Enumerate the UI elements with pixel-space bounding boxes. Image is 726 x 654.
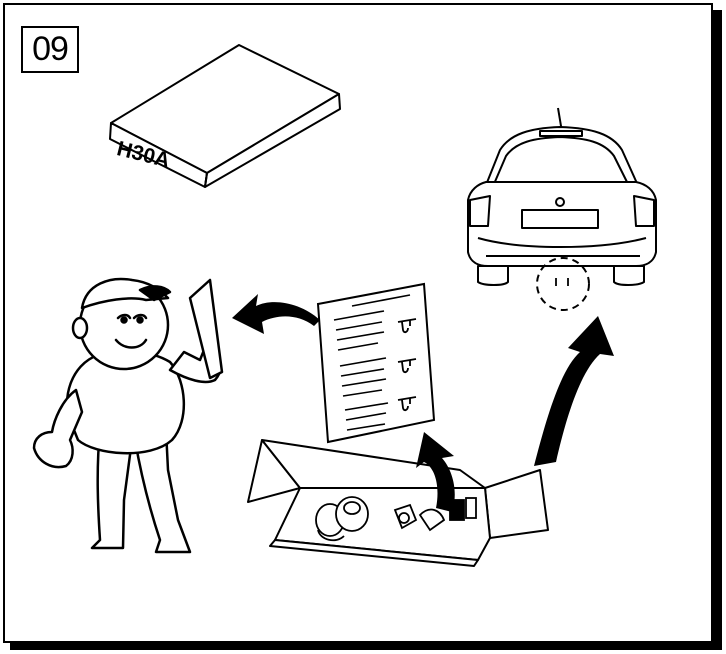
step-number-badge: 09 (21, 26, 79, 73)
kit-box (109, 44, 341, 188)
tow-hook-mount (555, 278, 569, 286)
arrow-to-car (534, 316, 614, 466)
car-rear (467, 107, 657, 286)
technician-figure (32, 277, 223, 554)
instruction-sheet (316, 282, 436, 444)
arrow-to-technician (232, 294, 320, 334)
sheet-part-icons (397, 318, 417, 412)
held-sheet (188, 278, 224, 380)
arrow-to-sheet (416, 432, 455, 512)
tow-hook-location-circle (536, 257, 590, 311)
